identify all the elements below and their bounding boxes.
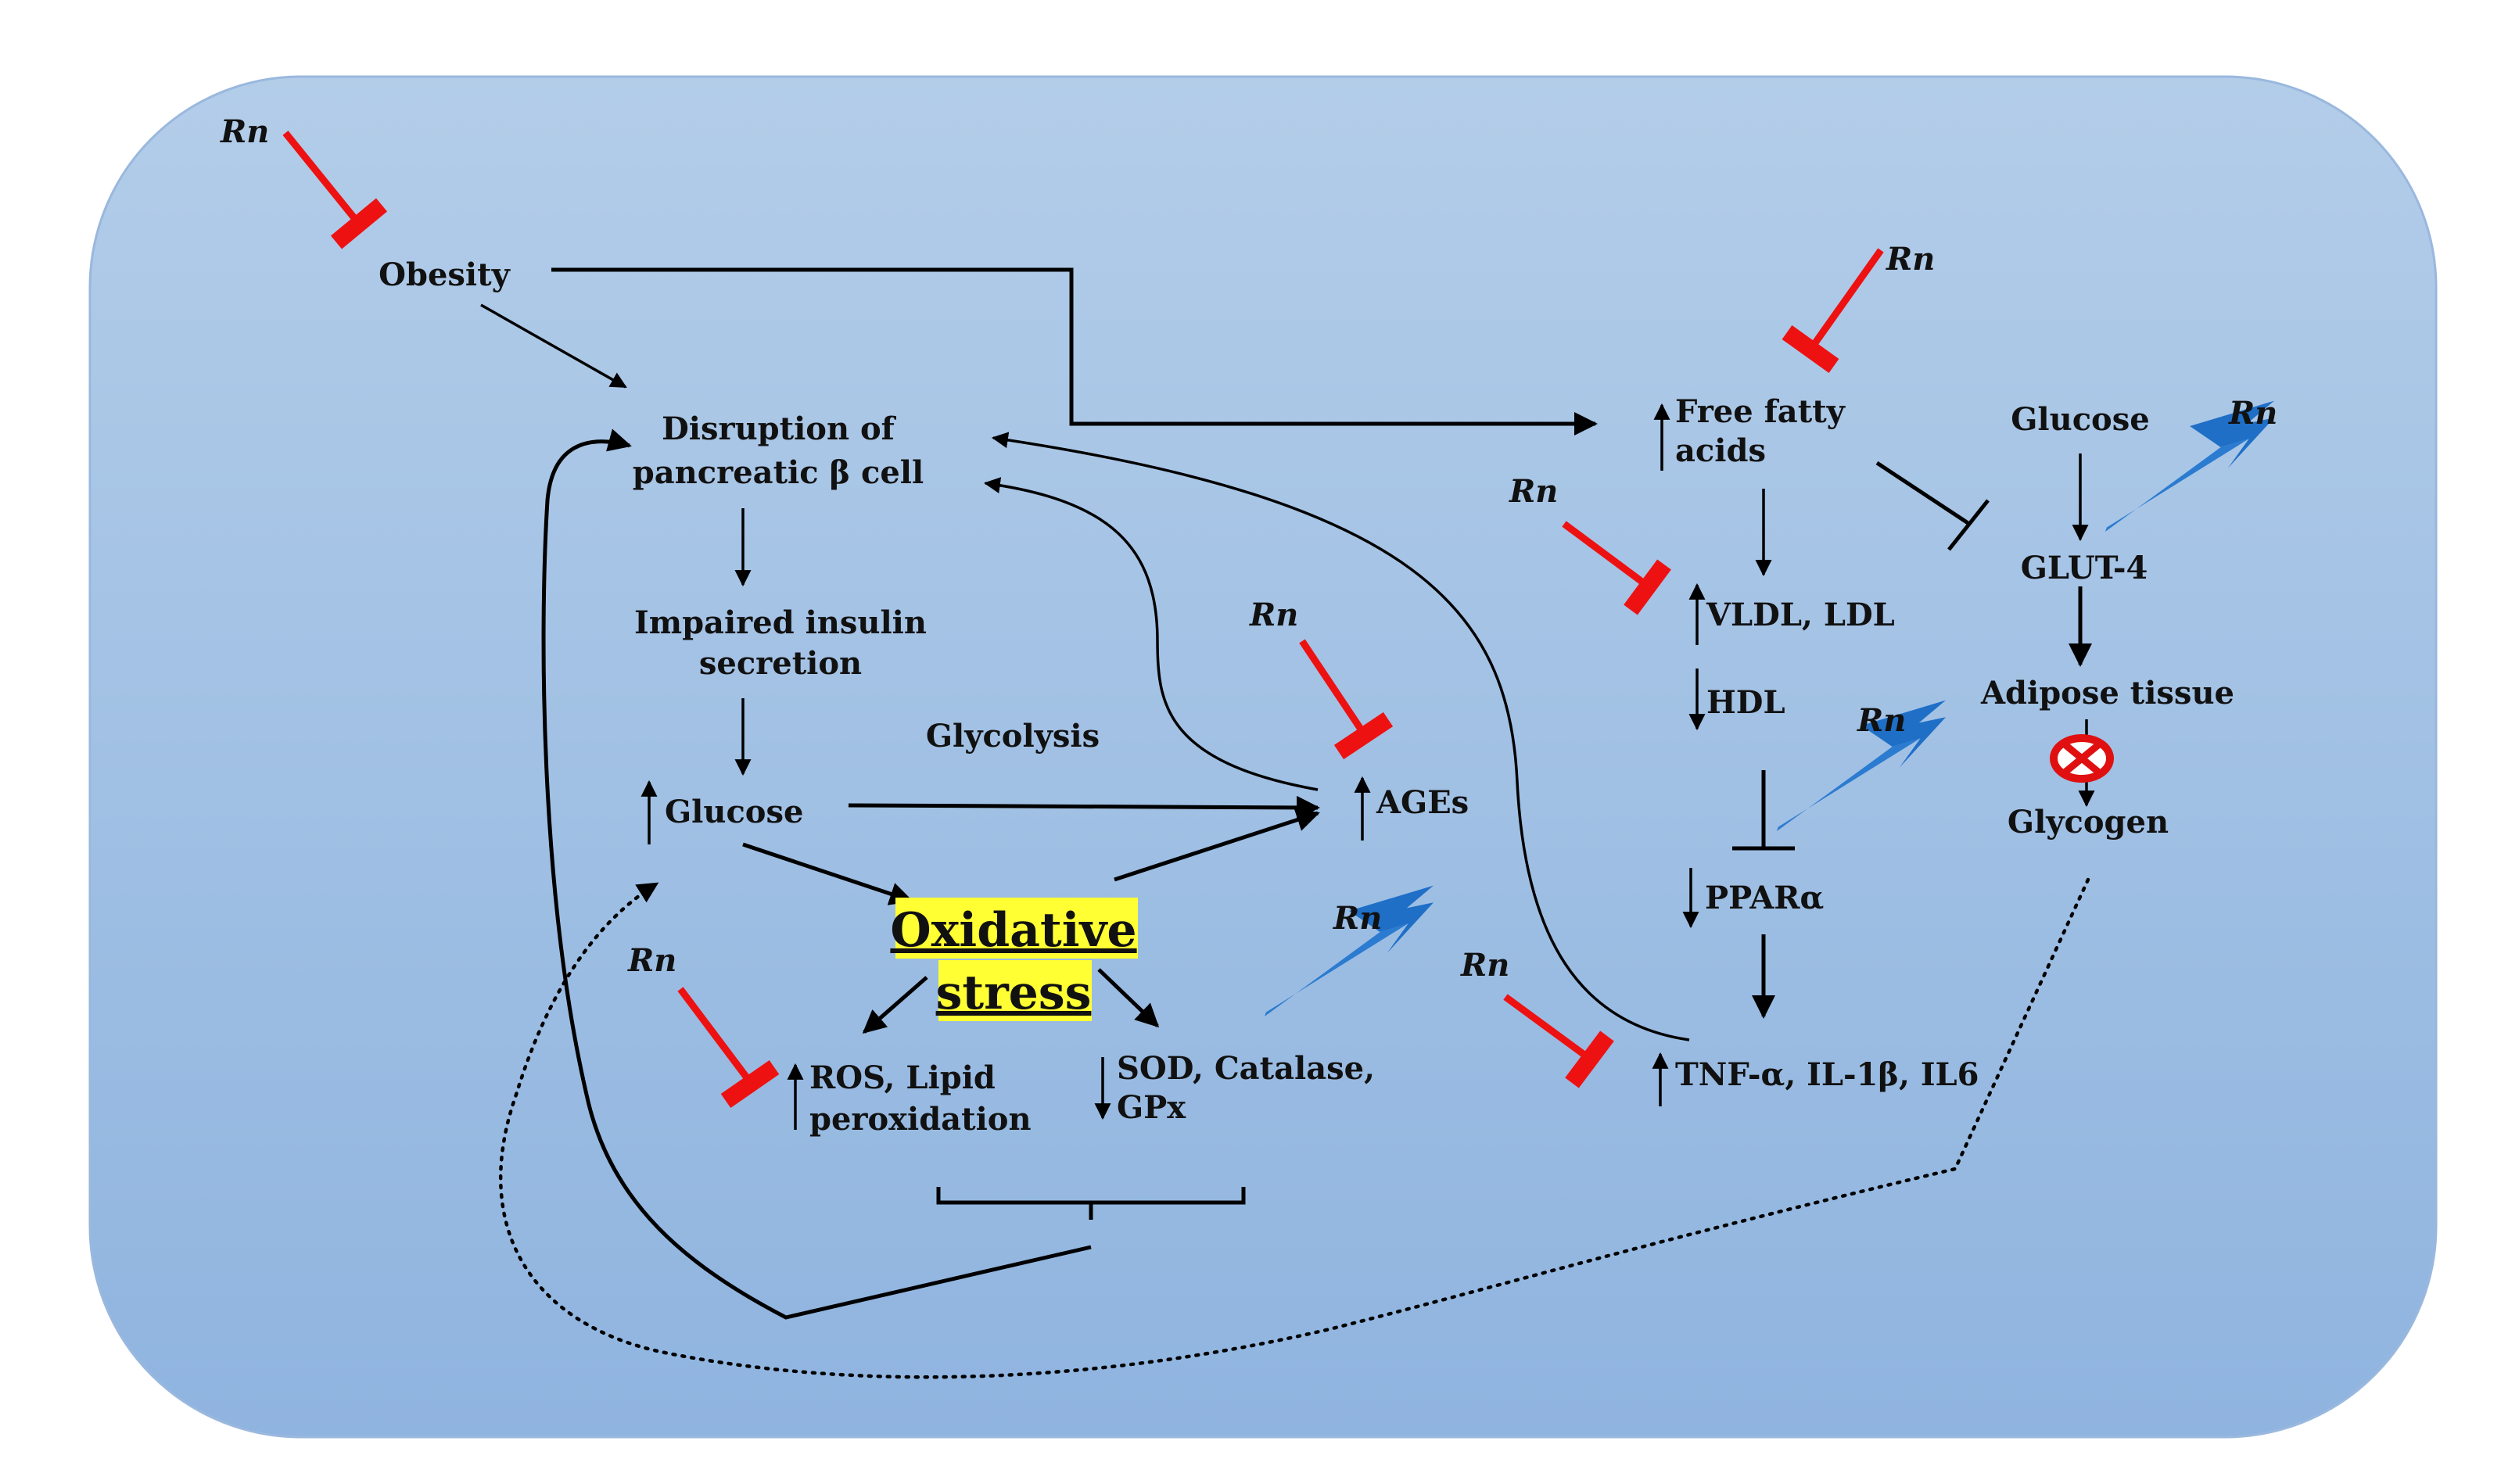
label-hdl: HDL xyxy=(1706,684,1785,721)
oxidative-highlight-1 xyxy=(895,898,1138,959)
label-ffa-line2: acids xyxy=(1675,432,1766,469)
label-sod-line1: SOD, Catalase, xyxy=(1117,1050,1375,1087)
label-ages: AGEs xyxy=(1376,784,1469,821)
rn-label-ros: Rn xyxy=(627,942,676,979)
label-sod-line2: GPx xyxy=(1117,1089,1186,1126)
inhibit-ffa-to-glut4 xyxy=(1875,461,1990,551)
arrow-oxidative-to-sod xyxy=(1097,968,1160,1028)
dotted-glycogen-to-glucose xyxy=(498,877,2090,1379)
rn-inhibit-ffa xyxy=(1782,248,1884,373)
rn-inhibit-ages xyxy=(1299,639,1394,760)
rn-label-glut4: Rn xyxy=(2228,395,2277,432)
rn-label-oxidative: Rn xyxy=(1333,900,1382,937)
rn-label-tnf: Rn xyxy=(1460,947,1509,984)
label-ros-line1: ROS, Lipid xyxy=(809,1059,996,1096)
rn-label-ages: Rn xyxy=(1249,597,1298,633)
blocked-icon xyxy=(2050,734,2114,783)
label-beta-cell-line2: pancreatic β cell xyxy=(633,454,924,491)
label-ffa-line1: Free fatty xyxy=(1675,393,1846,430)
line-obesity-to-ffa xyxy=(551,267,1598,436)
rn-label-obesity: Rn xyxy=(220,113,269,150)
label-oxidative-line2: stress xyxy=(936,966,1092,1020)
arrow-oxidative-to-ros xyxy=(862,976,928,1034)
label-tnf: TNF-α, IL-1β, IL6 xyxy=(1675,1056,1979,1093)
label-adipose: Adipose tissue xyxy=(1980,675,2234,712)
arrow-glucose-to-oxidative xyxy=(742,842,913,905)
label-impaired-line1: Impaired insulin xyxy=(634,604,927,641)
label-glycogen: Glycogen xyxy=(2008,804,2169,841)
oxidative-highlight-2 xyxy=(938,960,1092,1021)
rn-inhibit-vldl xyxy=(1562,521,1671,615)
label-glucose-right: Glucose xyxy=(2011,401,2149,438)
rn-inhibit-ros xyxy=(677,987,780,1109)
label-ppar: PPARα xyxy=(1705,880,1824,916)
arrow-glucose-to-ages xyxy=(848,795,1320,819)
inhibit-hdl-to-ppar xyxy=(1732,770,1795,851)
arrow-tnf-to-beta-cell xyxy=(991,432,1690,1041)
background-panel xyxy=(88,75,2438,1439)
rn-label-vldl: Rn xyxy=(1509,473,1558,510)
label-oxidative-line1: Oxidative xyxy=(890,903,1136,958)
label-ros-line2: peroxidation xyxy=(809,1101,1032,1138)
rn-inhibit-tnf xyxy=(1503,994,1614,1088)
label-glycolysis: Glycolysis xyxy=(926,718,1100,755)
arrow-obesity-to-beta-cell xyxy=(480,303,627,389)
label-glucose: Glucose xyxy=(665,794,803,830)
arrow-feedback-to-beta-cell xyxy=(541,428,1092,1320)
arrow-ages-to-beta-cell xyxy=(983,477,1319,791)
label-impaired-line2: secretion xyxy=(699,645,862,682)
label-vldl: VLDL, LDL xyxy=(1706,597,1895,633)
rn-label-ffa: Rn xyxy=(1886,241,1935,278)
arrow-oxidative-to-ages xyxy=(1114,808,1320,882)
rn-label-ppar: Rn xyxy=(1857,702,1906,739)
bracket-oxidative-products xyxy=(936,1187,1246,1220)
label-beta-cell-line1: Disruption of xyxy=(662,410,897,447)
label-obesity: Obesity xyxy=(379,256,511,293)
label-glut4: GLUT-4 xyxy=(2021,550,2148,586)
rn-inhibit-obesity xyxy=(282,131,388,249)
